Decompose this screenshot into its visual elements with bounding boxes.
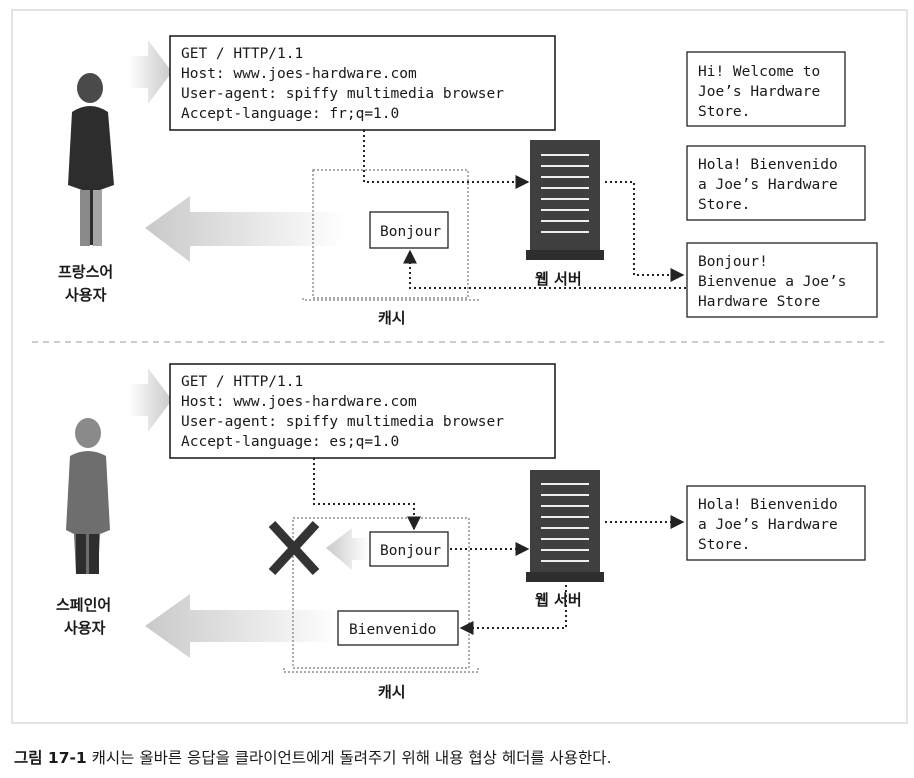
request-line: GET / HTTP/1.1 [181, 46, 303, 62]
server-label-top: 웹 서버 [535, 270, 582, 288]
french-user-figure [68, 73, 114, 246]
response-arrow-bottom [145, 594, 340, 658]
doc-line: Hola! Bienvenido [698, 157, 838, 173]
doc-line: a Joe’s Hardware [698, 517, 838, 533]
request-box-bottom [169, 363, 556, 459]
doc-line: Joe’s Hardware [698, 84, 820, 100]
x-mark-icon [268, 520, 320, 576]
cache-entry-text: Bonjour [380, 543, 441, 559]
doc-line: a Joe’s Hardware [698, 177, 838, 193]
doc-spanish-top [686, 145, 866, 221]
cache-label-bottom: 캐시 [378, 683, 406, 701]
user-label-bottom: 사용자 [64, 619, 106, 637]
spanish-user-figure [66, 418, 110, 574]
doc-spanish-bottom [686, 485, 866, 561]
flow-server-to-doc-top [605, 181, 685, 282]
request-line: Accept-language: es;q=1.0 [181, 434, 399, 450]
request-line: Accept-language: fr;q=1.0 [181, 106, 399, 122]
figure-caption-text: 캐시는 올바른 응답을 클라이언트에게 돌려주기 위해 내용 협상 헤더를 사용… [87, 749, 612, 767]
cache-entry-bienvenido [337, 610, 459, 646]
user-label-top: 사용자 [65, 286, 107, 304]
request-line: Host: www.joes-hardware.com [181, 66, 417, 82]
doc-line: Hardware Store [698, 294, 820, 310]
doc-line: Hola! Bienvenido [698, 497, 838, 513]
figure-caption: 그림 17-1 캐시는 올바른 응답을 클라이언트에게 돌려주기 위해 내용 협… [14, 748, 612, 767]
cache-region-bottom [292, 517, 470, 669]
request-line: User-agent: spiffy multimedia browser [181, 86, 504, 102]
request-line: GET / HTTP/1.1 [181, 374, 303, 390]
doc-line: Store. [698, 104, 750, 120]
doc-french [686, 242, 878, 318]
user-label-bottom: 스페인어 [56, 596, 111, 614]
cache-entry-bonjour [369, 211, 449, 249]
cache-region-top [312, 169, 469, 299]
request-line: User-agent: spiffy multimedia browser [181, 414, 504, 430]
server-label-bottom: 웹 서버 [535, 591, 582, 609]
request-box-top [169, 35, 556, 131]
cache-label-top: 캐시 [378, 309, 406, 327]
figure-number: 그림 17-1 [14, 748, 87, 767]
blocked-response-arrow [326, 528, 368, 570]
cache-entry-text: Bonjour [380, 224, 441, 240]
doc-line: Store. [698, 197, 750, 213]
cache-entry-bonjour [369, 531, 449, 567]
user-label-top: 프랑스어 [58, 263, 113, 281]
web-server-icon [526, 470, 604, 582]
figure-frame [11, 9, 908, 724]
doc-line: Hi! Welcome to [698, 64, 820, 80]
doc-english [686, 51, 846, 127]
doc-line: Store. [698, 537, 750, 553]
flow-request-to-server-top [363, 130, 530, 189]
flow-request-to-cache-bottom [313, 458, 421, 531]
flow-doc-to-cache-top [403, 249, 686, 289]
request-line: Host: www.joes-hardware.com [181, 394, 417, 410]
doc-line: Bonjour! [698, 254, 768, 270]
request-arrow-top [128, 40, 172, 104]
request-arrow-bottom [128, 368, 172, 432]
doc-line: Bienvenue a Joe’s [698, 274, 846, 290]
web-server-icon [526, 140, 604, 260]
flow-server-to-cache-bottom [459, 580, 567, 635]
cache-entry-text: Bienvenido [349, 622, 436, 638]
response-arrow-top [145, 196, 345, 262]
